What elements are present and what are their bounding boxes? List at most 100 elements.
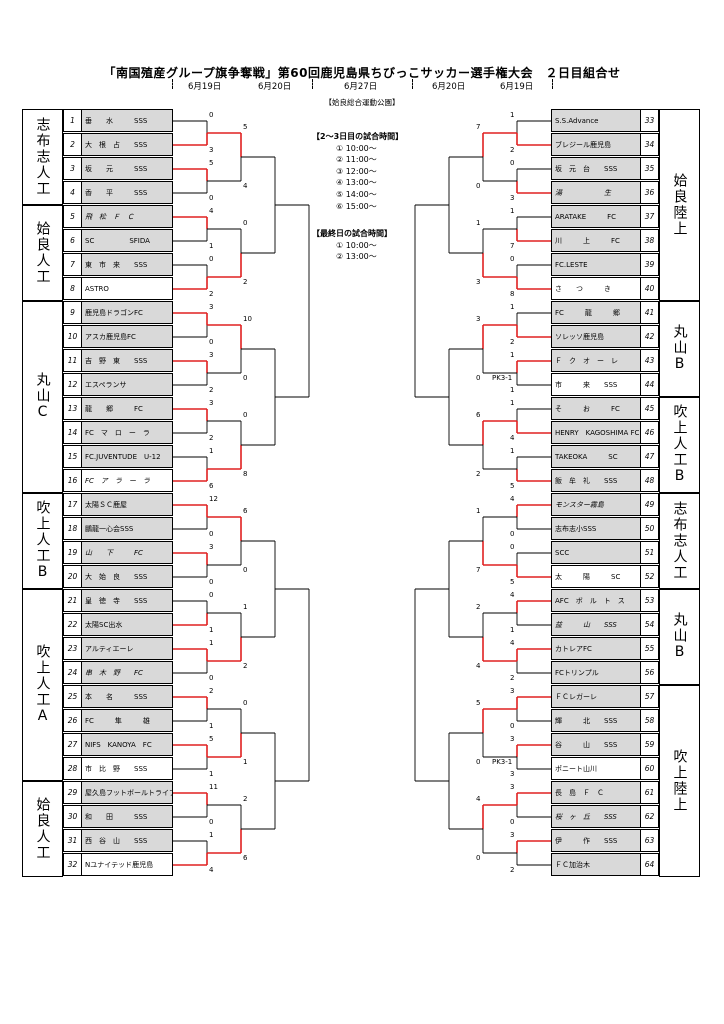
- group-label: 姶良人工: [22, 781, 63, 877]
- score-label: 6: [476, 411, 481, 419]
- team-name: ARATAKE FC: [552, 206, 640, 227]
- score-label: 0: [510, 530, 515, 538]
- match-time: ② 13:00～: [336, 252, 377, 262]
- team-name: FC 龍 郷: [552, 302, 640, 323]
- team-name: 長 島 Ｆ Ｃ: [552, 782, 640, 803]
- seed-number: 43: [640, 350, 658, 371]
- group-label: 志布志人工: [22, 109, 63, 205]
- group-label: 丸山B: [659, 589, 700, 685]
- team-name: SCC: [552, 542, 640, 563]
- score-label: 2: [209, 687, 214, 695]
- score-label: 7: [510, 242, 515, 250]
- score-label: 3: [510, 783, 515, 791]
- seed-number: 13: [64, 398, 82, 419]
- seed-number: 55: [640, 638, 658, 659]
- seed-number: 64: [640, 854, 658, 875]
- match-time: ③ 12:00～: [336, 166, 377, 176]
- group-label: 吹上人工A: [22, 589, 63, 781]
- seed-number: 57: [640, 686, 658, 707]
- score-label: 0: [510, 818, 515, 826]
- team-name: 屋久島フットボールトライブ: [82, 782, 172, 803]
- team-name: 市 比 野 SSS: [85, 764, 148, 773]
- seed-number: 25: [64, 686, 82, 707]
- score-label: 3: [510, 735, 515, 743]
- score-label: 2: [243, 278, 248, 286]
- score-label: 2: [209, 290, 214, 298]
- match-times-final: 【最終日の試合時間】 ① 10:00～ ② 13:00～: [312, 228, 392, 263]
- team-name: 川 上 FC: [552, 230, 640, 251]
- score-label: 1: [510, 207, 515, 215]
- score-label: 0: [209, 818, 214, 826]
- score-label: 0: [243, 411, 248, 419]
- team-name: 坂 元 台 SSS: [552, 158, 640, 179]
- team-name: ＦＣレガーレ: [552, 686, 640, 707]
- team-name: SC SFIDA: [82, 230, 172, 251]
- score-label: 6: [209, 482, 214, 490]
- score-label: 1: [510, 351, 515, 359]
- score-label: 1: [243, 603, 248, 611]
- score-label: 4: [476, 795, 481, 803]
- score-label: 0: [209, 194, 214, 202]
- score-label: 4: [243, 182, 248, 190]
- team-name: FC.JUVENTUDE U-12: [82, 446, 172, 467]
- team-name: 市 来 SSS: [555, 380, 618, 389]
- team-name: FC マ ロ ー ラ: [82, 422, 172, 443]
- score-label: 0: [243, 566, 248, 574]
- team-name: 桜 ヶ 丘 SSS: [552, 806, 640, 827]
- team-name: 鹿児島ドラゴンFC: [82, 302, 172, 323]
- team-name: アスカ鹿児島FC: [82, 326, 172, 347]
- seed-number: 29: [64, 782, 82, 803]
- seed-number: 11: [64, 350, 82, 371]
- group-label: 吹上陸上: [659, 685, 700, 877]
- score-label: 3: [209, 399, 214, 407]
- score-label: 1: [209, 770, 214, 778]
- score-label: 2: [209, 434, 214, 442]
- team-name: 飛 松 Ｆ Ｃ: [82, 206, 172, 227]
- score-label: 1: [209, 831, 214, 839]
- score-label: 8: [243, 470, 248, 478]
- seed-number: 1: [64, 110, 82, 131]
- team-name: ＦＣ加治木: [552, 854, 640, 875]
- date-label: 6月19日: [500, 82, 534, 92]
- seed-number: 9: [64, 302, 82, 323]
- date-label: 6月19日: [188, 82, 222, 92]
- seed-number: 62: [640, 806, 658, 827]
- group-name: 姶良陸上: [671, 173, 688, 237]
- team-name: 湯 生: [552, 182, 640, 203]
- score-label: 5: [476, 699, 481, 707]
- group-name: 姶良人工: [34, 797, 51, 861]
- score-label: 1: [510, 399, 515, 407]
- seed-number: 14: [64, 422, 82, 443]
- seed-number: 37: [640, 206, 658, 227]
- team-name: カトレアFC: [552, 638, 640, 659]
- date-divider: [412, 79, 414, 89]
- group-label: 姶良人工: [22, 205, 63, 301]
- match-times-heading: 【最終日の試合時間】: [312, 229, 392, 238]
- score-label: 2: [476, 603, 481, 611]
- date-divider: [312, 79, 314, 89]
- score-label: 4: [510, 591, 515, 599]
- team-name: FC.LESTE: [552, 254, 640, 275]
- group-label: 丸山B: [659, 301, 700, 397]
- score-label: 1: [209, 447, 214, 455]
- seed-number: 61: [640, 782, 658, 803]
